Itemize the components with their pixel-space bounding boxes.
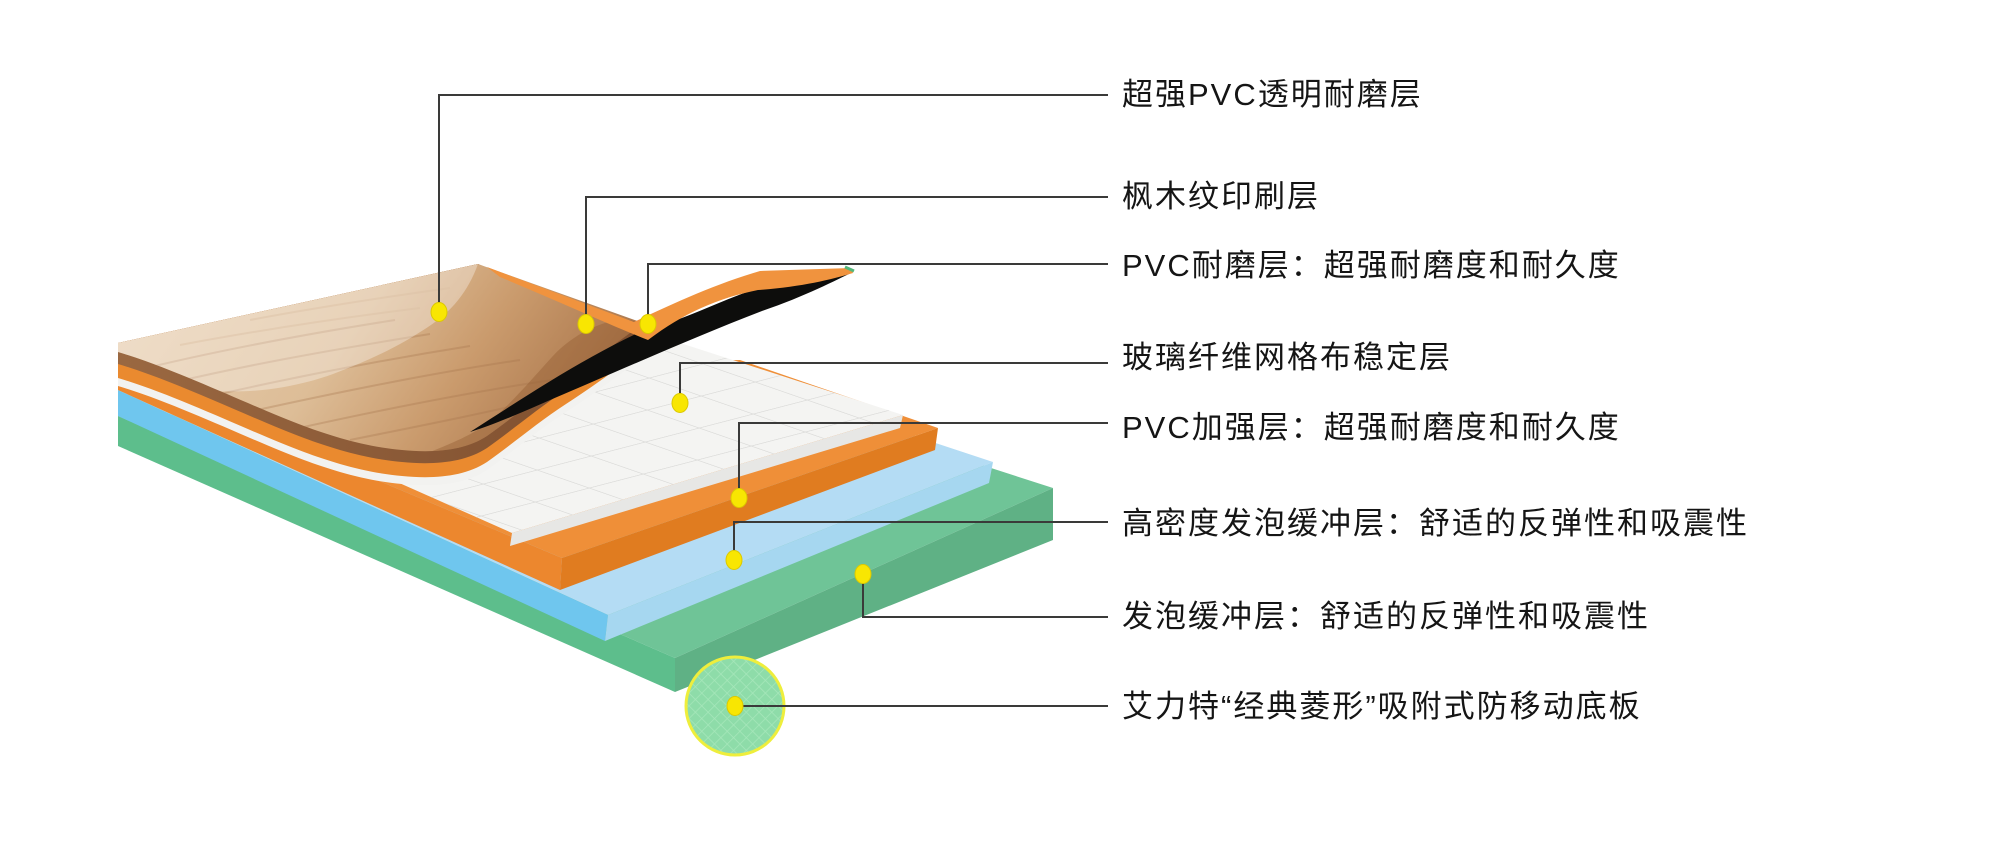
callout-dot-6 [725,550,743,570]
callout-dot-8 [726,696,744,716]
callout-line-4 [679,362,1108,403]
transparent-sheen [118,264,478,392]
wear-layer-tip-sliver [844,265,855,273]
callout-line-1 [438,94,1108,312]
layer-label-pvc-wear: PVC耐磨层：超强耐磨度和耐久度 [1122,248,1621,283]
callout-line-5 [738,422,1108,498]
pvc-wear-layer-peeled [470,265,855,432]
callout-layer [430,94,1108,716]
foam-blue-left-face [118,390,608,641]
callout-dot-4 [671,393,689,413]
foam-green-left-face [118,416,675,692]
mesh-front-face [510,415,903,546]
callout-line-7 [862,574,1108,618]
callout-line-3 [647,263,1108,324]
wear-layer-orange-stripe [487,267,853,340]
wood-top-face [118,264,643,452]
wear-layer-black-underside [470,272,853,432]
foam-blue-right-face [605,462,993,641]
callout-dot-7 [854,564,872,584]
layer-label-fiberglass-mesh: 玻璃纤维网格布稳定层 [1122,340,1452,375]
callout-dot-2 [577,314,595,334]
layer-label-wear-transparent: 超强PVC透明耐磨层 [1122,77,1423,112]
pvc-reinforce-right-face [560,428,938,590]
callout-dot-5 [730,488,748,508]
callout-dot-3 [639,314,657,334]
layer-label-pvc-reinforce: PVC加强层：超强耐磨度和耐久度 [1122,410,1621,445]
wood-top-layer [118,264,643,452]
layer-label-base-board: 艾力特“经典菱形”吸附式防移动底板 [1122,689,1642,724]
callout-line-6 [733,521,1108,560]
callout-dot-1 [430,302,448,322]
layer-label-maple-print: 枫木纹印刷层 [1122,179,1320,214]
layer-label-foam: 发泡缓冲层：舒适的反弹性和吸震性 [1122,599,1650,634]
callout-line-2 [585,196,1108,324]
layer-label-hd-foam: 高密度发泡缓冲层：舒适的反弹性和吸震性 [1122,506,1749,541]
